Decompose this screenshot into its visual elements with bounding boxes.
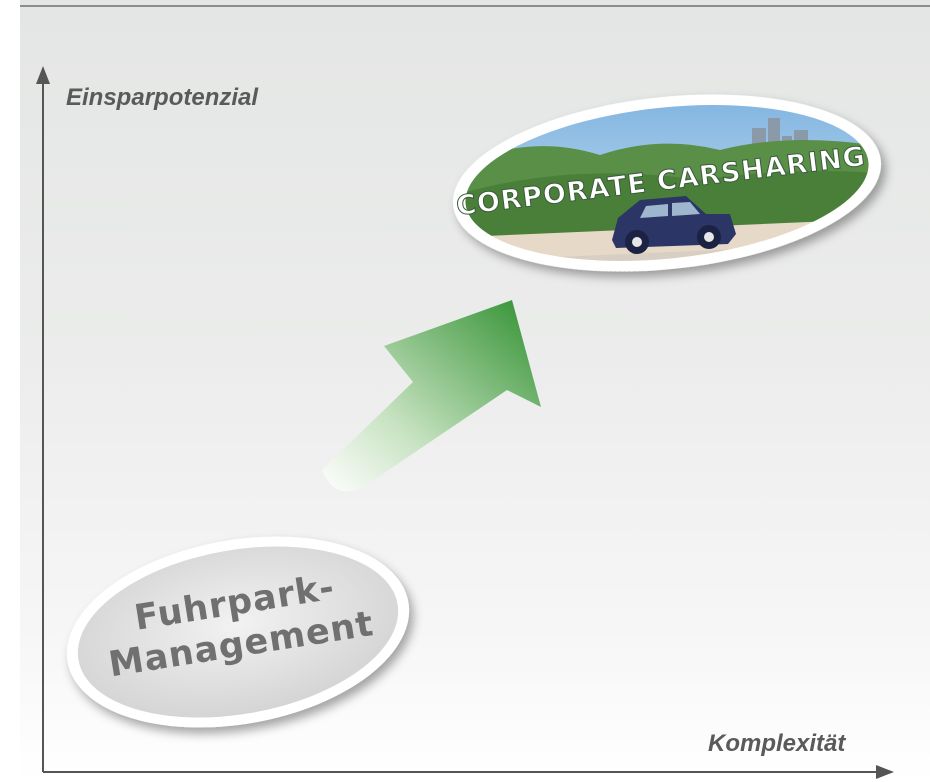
- x-axis: [43, 765, 894, 779]
- x-axis-arrowhead: [876, 765, 894, 779]
- x-axis-label: Komplexität: [708, 730, 846, 757]
- car-icon: [612, 196, 736, 254]
- fuhrpark-management-node: [66, 536, 410, 728]
- corporate-carsharing-node: CORPORATE CARSHARING: [452, 90, 882, 280]
- y-axis-label: Einsparpotenzial: [66, 84, 259, 111]
- top-rule: [20, 5, 930, 7]
- y-axis-arrowhead: [36, 66, 50, 84]
- growth-arrow-icon: [322, 300, 541, 492]
- y-axis: [36, 66, 50, 772]
